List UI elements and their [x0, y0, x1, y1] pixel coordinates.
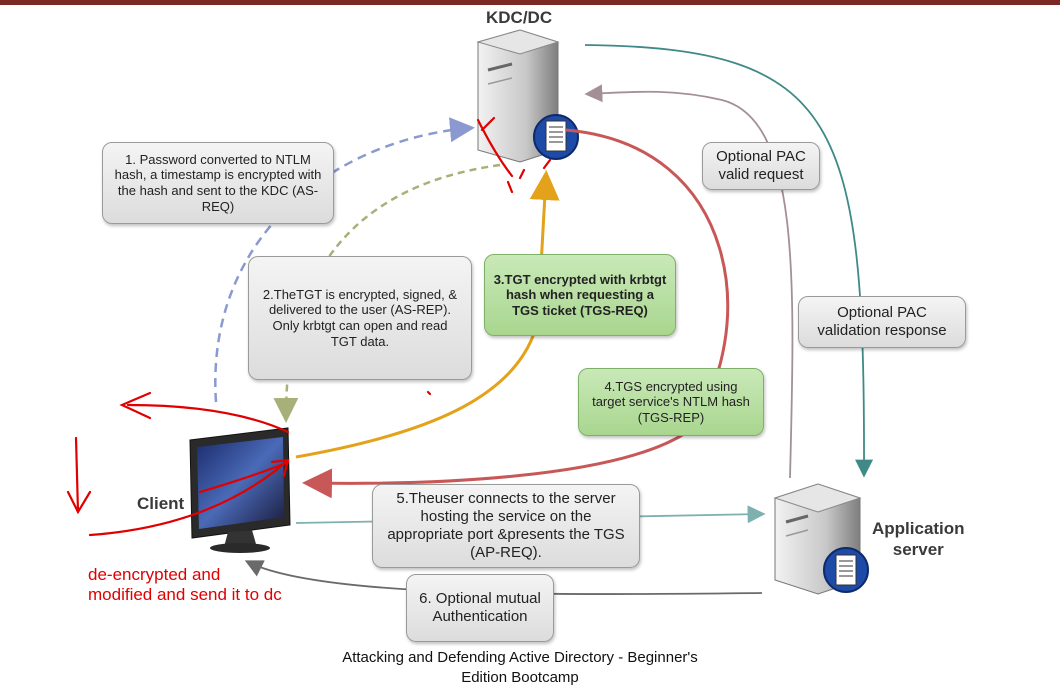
- pac-response-box: Optional PAC validation response: [798, 296, 966, 348]
- pac-request-arrow: [584, 84, 794, 479]
- top-border: [0, 0, 1060, 5]
- app-server-icon: [773, 483, 869, 595]
- red-annotation-text: de-encrypted and modified and send it to…: [88, 565, 282, 605]
- step4-box: 4.TGS encrypted using target service's N…: [578, 368, 764, 436]
- client-label: Client: [137, 494, 185, 513]
- step2-box: 2.TheTGT is encrypted, signed, & deliver…: [248, 256, 472, 380]
- app-server-label: Application server: [872, 519, 965, 560]
- kdc-server-icon: [476, 29, 579, 163]
- step1-box: 1. Password converted to NTLM hash, a ti…: [102, 142, 334, 224]
- step3-box: 3.TGT encrypted with krbtgt hash when re…: [484, 254, 676, 336]
- pac-request-box: Optional PAC valid request: [702, 142, 820, 190]
- step5-box: 5.Theuser connects to the server hosting…: [372, 484, 640, 568]
- caption: Attacking and Defending Active Directory…: [342, 649, 698, 687]
- kdc-title: KDC/DC: [486, 8, 553, 27]
- step6-box: 6. Optional mutual Authentication: [406, 574, 554, 642]
- tgs-req-arrow: [295, 170, 560, 459]
- client-monitor-icon: [189, 427, 291, 553]
